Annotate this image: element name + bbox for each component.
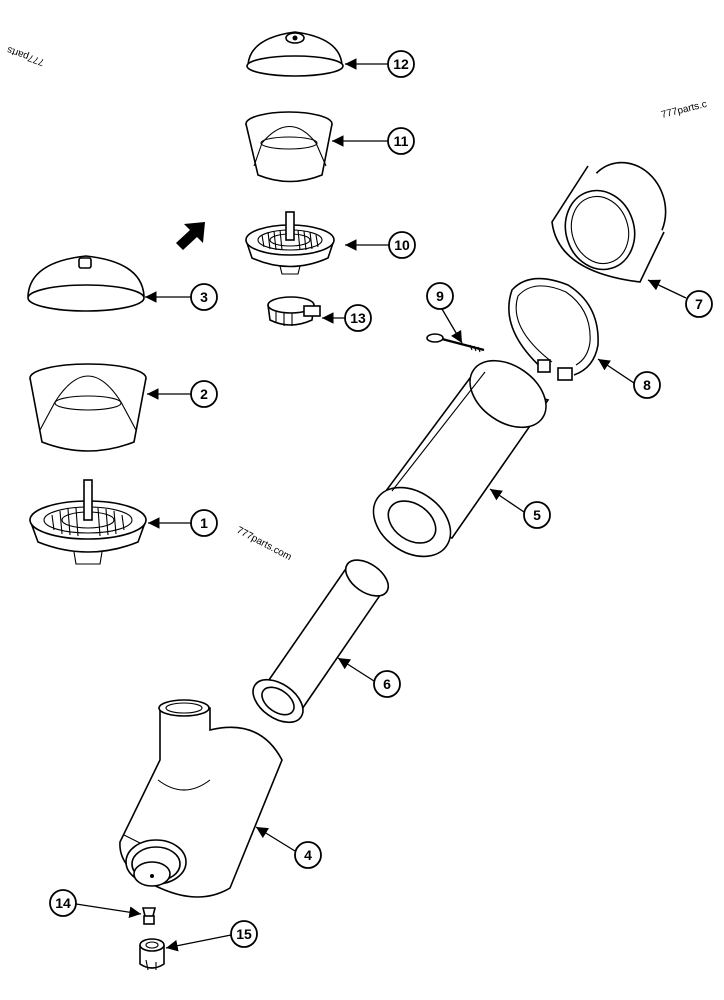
callout-5: 5 bbox=[523, 501, 551, 529]
svg-text:11: 11 bbox=[394, 133, 409, 149]
part-15-valve bbox=[139, 938, 165, 971]
part-3-cap bbox=[27, 255, 145, 312]
part-10-precleaner bbox=[245, 211, 335, 275]
part-12-cap bbox=[246, 31, 344, 77]
callout-11: 11 bbox=[387, 127, 415, 155]
svg-text:10: 10 bbox=[394, 237, 410, 253]
callout-10: 10 bbox=[388, 231, 416, 259]
svg-text:15: 15 bbox=[236, 926, 252, 942]
part-1-precleaner bbox=[29, 479, 147, 565]
callout-3: 3 bbox=[190, 283, 218, 311]
callout-12: 12 bbox=[387, 50, 415, 78]
svg-text:4: 4 bbox=[304, 847, 312, 863]
svg-text:2: 2 bbox=[200, 386, 208, 402]
svg-text:13: 13 bbox=[350, 310, 366, 326]
part-6-tube bbox=[252, 559, 390, 724]
part-13-clamp bbox=[267, 296, 321, 326]
svg-text:8: 8 bbox=[643, 377, 651, 393]
part-4-housing bbox=[119, 699, 283, 898]
svg-text:9: 9 bbox=[436, 288, 444, 304]
part-14-fitting bbox=[141, 907, 157, 925]
callout-2: 2 bbox=[190, 380, 218, 408]
part-11-bowl bbox=[245, 111, 333, 183]
svg-text:3: 3 bbox=[200, 289, 208, 305]
callout-6: 6 bbox=[373, 670, 401, 698]
svg-text:5: 5 bbox=[533, 507, 541, 523]
svg-text:7: 7 bbox=[695, 296, 703, 312]
callout-1: 1 bbox=[190, 509, 218, 537]
part-9-eyebolt bbox=[426, 333, 485, 353]
callout-9: 9 bbox=[426, 282, 454, 310]
watermark-top-right: 777parts.c bbox=[660, 99, 708, 121]
callout-7: 7 bbox=[685, 290, 713, 318]
svg-text:1: 1 bbox=[200, 515, 208, 531]
part-2-bowl bbox=[29, 363, 147, 452]
callout-4: 4 bbox=[294, 841, 322, 869]
svg-text:12: 12 bbox=[393, 56, 409, 72]
direction-arrow-icon bbox=[176, 222, 205, 250]
svg-text:6: 6 bbox=[383, 676, 391, 692]
watermark-top-left: 777parts bbox=[6, 44, 46, 68]
callout-8: 8 bbox=[633, 371, 661, 399]
callout-14: 14 bbox=[49, 889, 77, 917]
callout-13: 13 bbox=[344, 304, 372, 332]
callout-15: 15 bbox=[230, 920, 258, 948]
part-8-ring bbox=[508, 277, 599, 381]
watermark-center: 777parts.com bbox=[235, 525, 294, 563]
part-7-sleeve bbox=[551, 161, 667, 283]
svg-text:14: 14 bbox=[55, 895, 71, 911]
part-5-filter bbox=[372, 359, 550, 558]
